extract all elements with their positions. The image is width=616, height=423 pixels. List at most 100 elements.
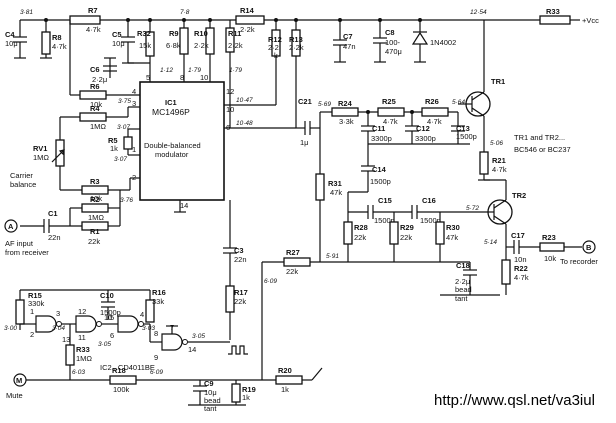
r2-label: R2 xyxy=(90,195,100,204)
pin-14: 14 xyxy=(180,201,188,210)
voltage-r7: 3·81 xyxy=(20,9,33,16)
voltage-mute: 6·03 xyxy=(72,369,85,376)
voltage-pin6: 10·48 xyxy=(236,120,253,127)
c9-value: 10μ xyxy=(204,388,217,397)
r8-value: 4·7k xyxy=(52,42,67,51)
c17-label: C17 xyxy=(511,231,525,240)
pin-10: 10 xyxy=(226,105,234,114)
pin-12: 12 xyxy=(226,87,234,96)
gate-pin-1: 1 xyxy=(30,307,34,316)
c18-label: C18 xyxy=(456,261,470,270)
c15-value: 1500p xyxy=(374,216,395,225)
gate-pin-12: 12 xyxy=(78,307,86,316)
c12-label: C12 xyxy=(416,124,430,133)
pin-3: 3 xyxy=(132,99,136,108)
r15-label: R15 xyxy=(28,291,42,300)
r26-label: R26 xyxy=(425,97,439,106)
terminal-b xyxy=(582,240,596,254)
r2-value: 1MΩ xyxy=(88,213,104,222)
terminal-m xyxy=(13,373,27,387)
r19-value: 1k xyxy=(242,393,250,402)
voltage-r11: 1·79 xyxy=(229,67,242,74)
r6-value: 10k xyxy=(90,100,102,109)
voltage-tr1e: 5·06 xyxy=(490,140,503,147)
gate-pin-5: 5 xyxy=(110,313,114,322)
terminal-b-label: B xyxy=(586,243,592,252)
c7-value: 47n xyxy=(343,42,356,51)
d1-label: 1N4002 xyxy=(430,38,456,47)
c12-value: 3300p xyxy=(415,134,436,143)
r14-label: R14 xyxy=(240,6,255,15)
carrier-balance-label-1: Carrier xyxy=(10,171,33,180)
voltage-r3: 3·76 xyxy=(120,197,133,204)
r5-value: 1k xyxy=(110,144,118,153)
ic1-name: IC1 xyxy=(165,98,177,107)
voltage-c8: 12·54 xyxy=(470,9,487,16)
r11-label: R11 xyxy=(228,29,241,38)
c5-value: 10μ xyxy=(112,39,125,48)
voltage-pin3: 3·75 xyxy=(118,98,131,105)
to-recorder-label: To recorder xyxy=(560,257,598,266)
r17-label: R17 xyxy=(234,288,248,297)
c11-value: 3300p xyxy=(371,134,392,143)
tr1-label: TR1 xyxy=(491,77,505,86)
r33b-label: R33 xyxy=(76,345,90,354)
voltage-r5b: 3·07 xyxy=(114,156,127,163)
terminal-a-label: A xyxy=(8,222,14,231)
r27-value: 22k xyxy=(286,267,298,276)
r23-label: R23 xyxy=(542,233,556,242)
r16-value: 33k xyxy=(152,297,164,306)
ic1-desc-1: Double-balanced xyxy=(144,141,201,150)
c16-value: 1500p xyxy=(420,216,441,225)
r7-label: R7 xyxy=(88,6,98,15)
c13-value: 1500p xyxy=(456,132,477,141)
voltage-ic2-d: 3·05 xyxy=(192,333,205,340)
resistor-r33 xyxy=(539,15,571,25)
r21-label: R21 xyxy=(492,156,506,165)
r11-value: 2·2k xyxy=(228,41,243,50)
gate-pin-4: 4 xyxy=(140,310,144,319)
r18-value: 100k xyxy=(113,385,130,394)
ic1-desc-2: modulator xyxy=(155,150,189,159)
r22-value: 4·7k xyxy=(514,273,529,282)
gate-pin-10: 10 xyxy=(104,313,112,322)
c9-value-3: tant xyxy=(204,404,217,413)
carrier-balance-label-2: balance xyxy=(10,180,36,189)
pin-1: 1 xyxy=(132,145,136,154)
r19-label: R19 xyxy=(242,385,256,394)
c11-label: C11 xyxy=(372,124,385,133)
r24-value: 3·3k xyxy=(339,117,354,126)
ic1-chip xyxy=(139,81,225,201)
r23-value: 10k xyxy=(544,254,556,263)
r31-value: 47k xyxy=(330,188,342,197)
c18-value-2: bead xyxy=(455,285,472,294)
c1-label: C1 xyxy=(48,209,58,218)
c21-label: C21 xyxy=(298,97,312,106)
c10-label: C10 xyxy=(100,291,114,300)
r32-label: R32 xyxy=(137,29,151,38)
af-input-label-1: AF input xyxy=(5,239,34,248)
c7-label: C7 xyxy=(343,32,353,41)
c8-value-2: 470μ xyxy=(385,47,402,56)
gate-pin-2: 2 xyxy=(30,330,34,339)
pin-10-top: 10 xyxy=(200,73,208,82)
nand-gate-3 xyxy=(117,315,139,333)
gate-pin-13: 13 xyxy=(62,335,70,344)
r28-label: R28 xyxy=(354,223,368,232)
r27-label: R27 xyxy=(286,248,300,257)
c1-value: 22n xyxy=(48,233,61,242)
c14-value: 1500p xyxy=(370,177,391,186)
mute-label: Mute xyxy=(6,391,23,400)
pin-5: 5 xyxy=(146,73,150,82)
r32-value: 15k xyxy=(139,41,151,50)
voltage-pin10: 10·47 xyxy=(236,97,253,104)
voltage-r5a: 3·07 xyxy=(117,124,130,131)
c15-label: C15 xyxy=(378,196,392,205)
voltage-ic2-b: 3·03 xyxy=(142,325,155,332)
r12-value: 2·2 xyxy=(268,43,279,52)
r16-label: R16 xyxy=(152,288,166,297)
voltage-mid: 6·09 xyxy=(264,278,277,285)
r30-label: R30 xyxy=(446,223,460,232)
voltage-r27: 5·91 xyxy=(326,253,339,260)
